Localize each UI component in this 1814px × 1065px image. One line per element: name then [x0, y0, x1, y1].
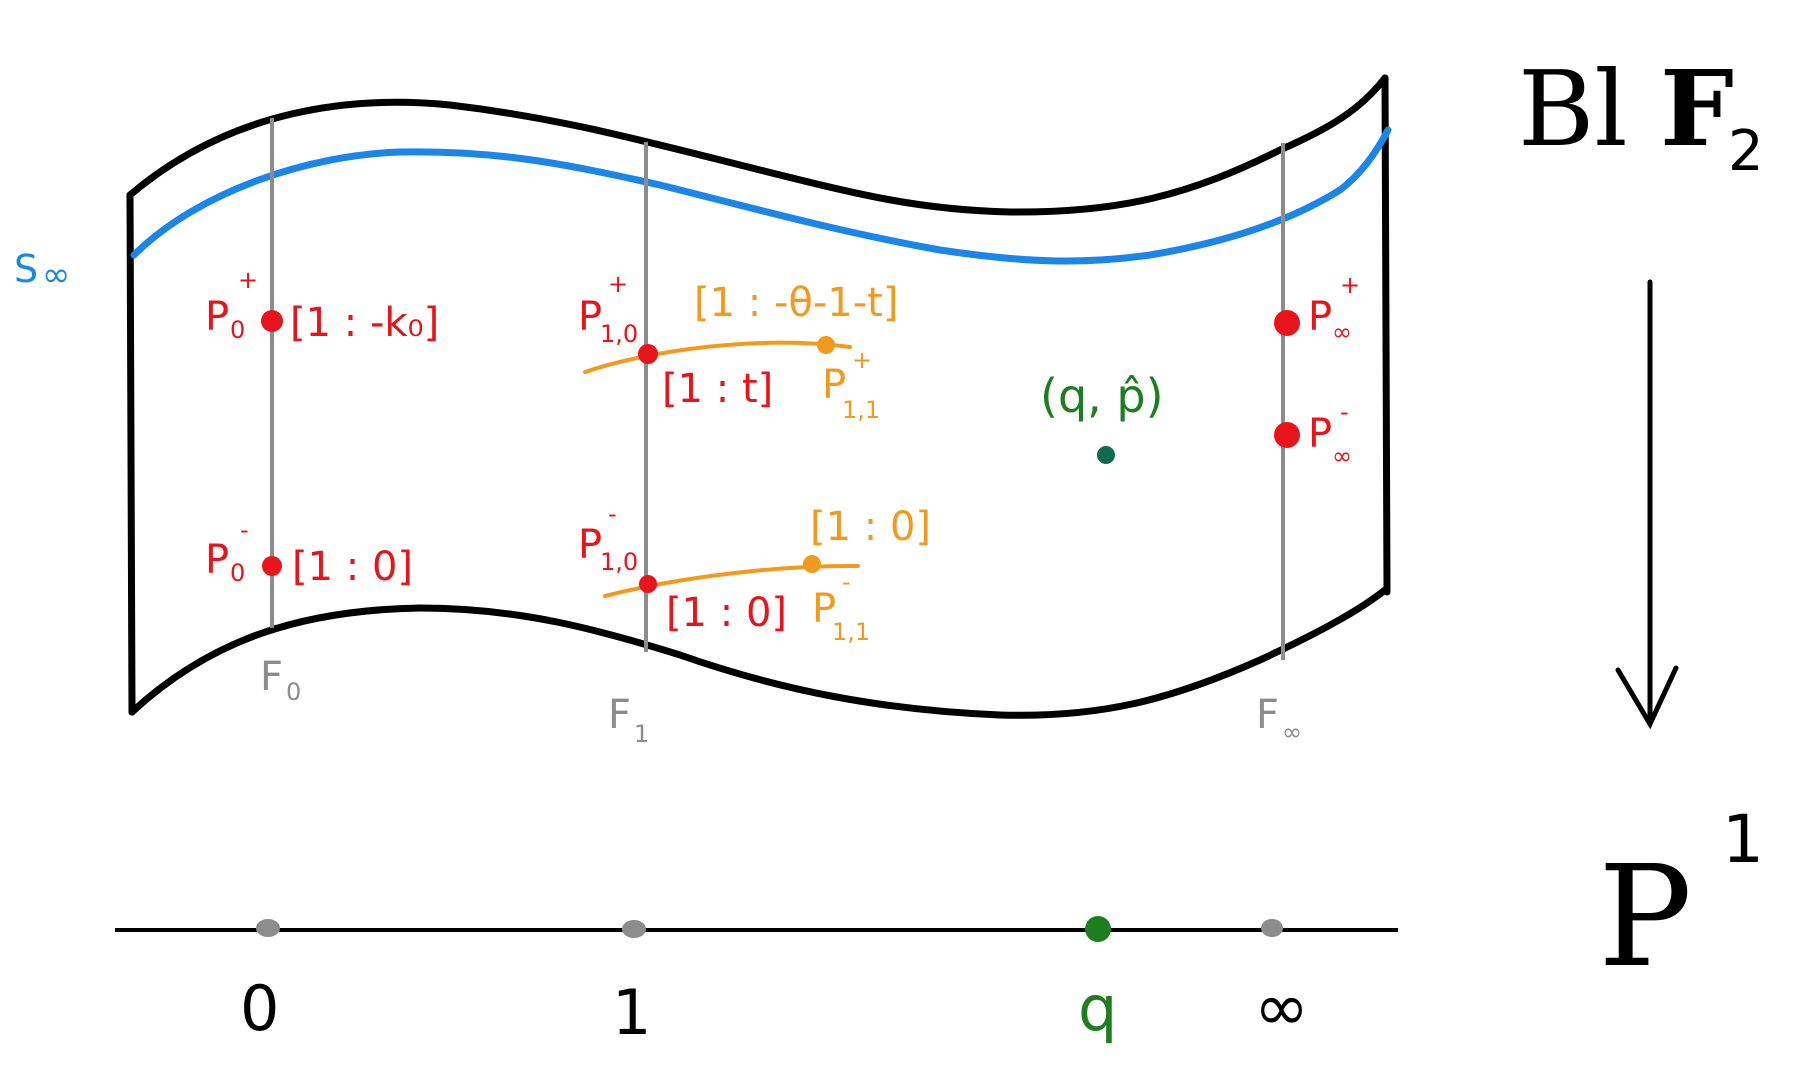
svg-text:1,1: 1,1	[842, 396, 880, 424]
point-q-phat	[1097, 446, 1115, 464]
orange-curve-upper	[583, 340, 852, 374]
base-point-0	[256, 919, 280, 937]
base-tick-labels: 0 1 q ∞	[240, 969, 1309, 1049]
label-surface-bl-f2: Bl F 2	[1518, 47, 1764, 184]
svg-text:P: P	[1308, 294, 1332, 340]
label-p10-plus: P 1,0 +	[578, 270, 638, 348]
svg-text:-: -	[240, 516, 249, 544]
label-section-s-infinity: S ∞	[14, 247, 70, 295]
label-fiber-finf: F ∞	[1256, 692, 1302, 746]
svg-text:0: 0	[230, 316, 245, 344]
section-curve-s-infinity	[130, 126, 1392, 265]
point-p10-plus	[638, 344, 658, 364]
tick-label-infinity: ∞	[1254, 969, 1309, 1046]
base-point-q	[1085, 916, 1111, 942]
svg-text:F: F	[608, 692, 631, 738]
label-pinf-plus: P ∞ +	[1308, 271, 1360, 346]
point-p0-minus	[262, 556, 282, 576]
svg-text:1,0: 1,0	[600, 320, 638, 348]
svg-text:+: +	[608, 270, 628, 298]
svg-text:2: 2	[1728, 119, 1764, 184]
label-q-phat: (q, p̂)	[1040, 369, 1164, 423]
svg-text:∞: ∞	[1332, 318, 1352, 346]
svg-text:∞: ∞	[42, 255, 70, 295]
point-p0-plus	[261, 310, 283, 332]
svg-text:P: P	[1598, 836, 1692, 999]
coord-p0-plus: [1 : -k₀]	[290, 300, 439, 346]
coord-p11-minus: [1 : 0]	[810, 504, 931, 550]
point-pinf-plus	[1274, 310, 1300, 336]
svg-text:-: -	[1340, 398, 1349, 426]
svg-text:F: F	[1256, 692, 1279, 738]
svg-text:P: P	[205, 537, 229, 583]
svg-text:Bl: Bl	[1518, 48, 1628, 170]
label-p11-minus: P 1,1 -	[812, 568, 870, 646]
label-p0-plus: P 0 +	[205, 266, 258, 344]
base-points	[256, 916, 1283, 942]
label-base-p1: P 1	[1598, 801, 1764, 999]
point-pinf-minus	[1274, 422, 1300, 448]
point-p11-plus	[817, 336, 835, 354]
svg-text:P: P	[205, 294, 229, 340]
tick-label-q: q	[1078, 972, 1117, 1045]
orange-curves	[583, 340, 860, 598]
base-point-infinity	[1261, 919, 1283, 937]
svg-text:+: +	[852, 346, 872, 374]
svg-text:F: F	[260, 654, 283, 700]
label-fiber-f1: F 1	[608, 692, 649, 748]
coord-p0-minus: [1 : 0]	[292, 544, 413, 590]
svg-text:1: 1	[634, 720, 649, 748]
surface-top-edge	[126, 74, 1389, 216]
svg-text:1,0: 1,0	[600, 548, 638, 576]
label-p0-minus: P 0 -	[205, 516, 249, 587]
orange-curve-lower	[603, 563, 860, 598]
svg-text:1: 1	[1722, 801, 1764, 878]
svg-text:∞: ∞	[1332, 442, 1352, 470]
coord-p10-minus: [1 : 0]	[666, 590, 787, 636]
fibers	[270, 118, 1285, 660]
coord-p10-plus: [1 : t]	[662, 366, 773, 412]
base-point-1	[622, 920, 646, 938]
svg-text:1,1: 1,1	[832, 618, 870, 646]
orange-points	[803, 336, 835, 573]
svg-text:P: P	[822, 362, 846, 408]
svg-text:0: 0	[230, 559, 245, 587]
svg-text:P: P	[812, 586, 836, 632]
svg-text:0: 0	[286, 678, 301, 706]
label-p11-plus: P 1,1 +	[822, 346, 880, 424]
svg-text:S: S	[14, 247, 38, 291]
label-p10-minus: P 1,0 -	[578, 500, 638, 576]
tick-label-1: 1	[612, 976, 651, 1049]
svg-text:-: -	[842, 568, 851, 596]
red-points	[261, 310, 1300, 593]
svg-text:P: P	[1308, 411, 1332, 457]
tick-label-0: 0	[240, 972, 279, 1045]
svg-text:P: P	[578, 294, 602, 340]
label-fiber-f0: F 0	[260, 654, 301, 706]
surface-outline	[126, 74, 1391, 719]
svg-text:F: F	[1660, 47, 1734, 170]
coord-p11-plus: [1 : -θ-1-t]	[694, 280, 898, 326]
label-pinf-minus: P ∞ -	[1308, 398, 1352, 470]
svg-text:+: +	[1340, 271, 1360, 299]
point-p10-minus	[639, 575, 657, 593]
surface-right-edge	[1381, 74, 1391, 596]
point-p11-minus	[803, 555, 821, 573]
svg-text:+: +	[238, 266, 258, 294]
svg-text:∞: ∞	[1282, 718, 1302, 746]
surface-left-edge	[126, 191, 136, 716]
svg-text:-: -	[608, 500, 617, 528]
surface-bottom-edge	[128, 586, 1389, 719]
svg-text:P: P	[578, 522, 602, 568]
projection-arrow	[1615, 279, 1679, 730]
